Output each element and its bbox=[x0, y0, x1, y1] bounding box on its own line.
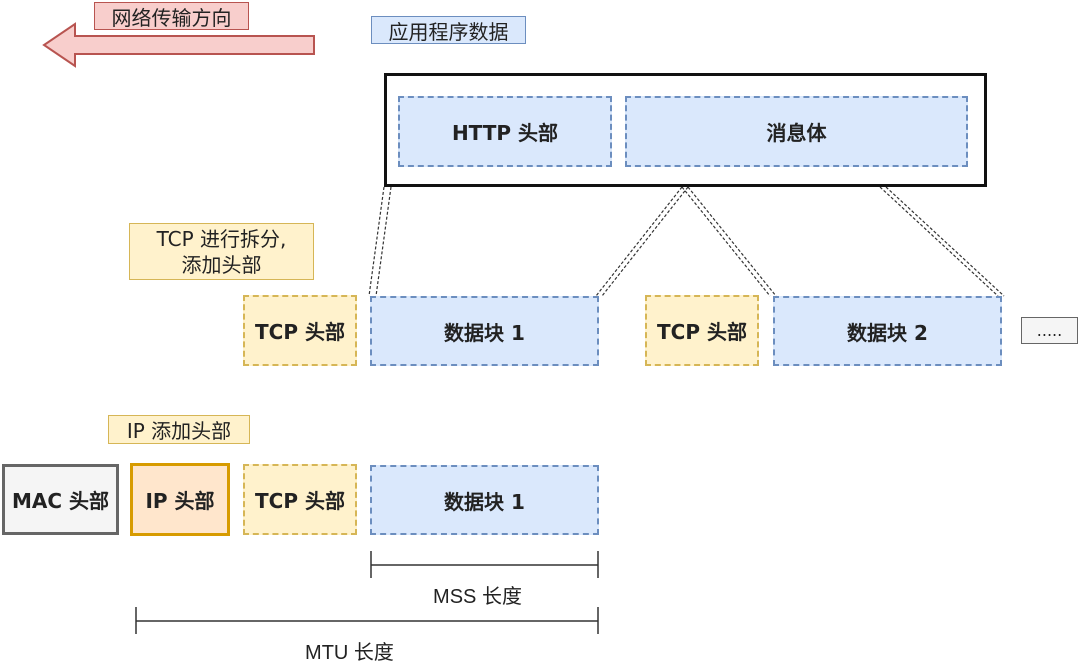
mac-header-block: MAC 头部 bbox=[2, 464, 119, 535]
mtu-bracket bbox=[135, 607, 599, 634]
tcp-header-block-1: TCP 头部 bbox=[243, 295, 357, 366]
direction-arrow bbox=[42, 22, 315, 68]
connector-line bbox=[885, 186, 1005, 297]
more-chunks-ellipsis: ..... bbox=[1021, 317, 1078, 344]
tcp-header-block-2: TCP 头部 bbox=[645, 295, 759, 366]
direction-label: 网络传输方向 bbox=[94, 2, 249, 30]
connector-line bbox=[681, 186, 771, 297]
ip-header-block: IP 头部 bbox=[130, 463, 230, 536]
tcp-header-block-frame: TCP 头部 bbox=[243, 464, 357, 535]
mss-bracket bbox=[370, 551, 599, 578]
data-chunk-1-block: 数据块 1 bbox=[370, 296, 599, 366]
tcp-split-note-line1: TCP 进行拆分, bbox=[156, 227, 287, 251]
connector-line bbox=[375, 186, 392, 297]
app-data-label: 应用程序数据 bbox=[371, 16, 526, 44]
http-header-block: HTTP 头部 bbox=[398, 96, 612, 167]
tcp-split-note: TCP 进行拆分, 添加头部 bbox=[129, 223, 314, 280]
message-body-block: 消息体 bbox=[625, 96, 968, 167]
connector-line bbox=[879, 186, 999, 297]
mtu-length-label: MTU 长度 bbox=[305, 642, 394, 664]
connector-line bbox=[368, 186, 385, 297]
connector-line bbox=[687, 186, 777, 297]
ip-add-header-note: IP 添加头部 bbox=[108, 415, 250, 444]
data-chunk-frame-block: 数据块 1 bbox=[370, 465, 599, 535]
connector-line bbox=[595, 186, 683, 297]
connector-line bbox=[601, 186, 689, 297]
tcp-split-note-line2: 添加头部 bbox=[181, 253, 262, 277]
data-chunk-2-block: 数据块 2 bbox=[773, 296, 1002, 366]
mss-length-label: MSS 长度 bbox=[433, 586, 522, 608]
